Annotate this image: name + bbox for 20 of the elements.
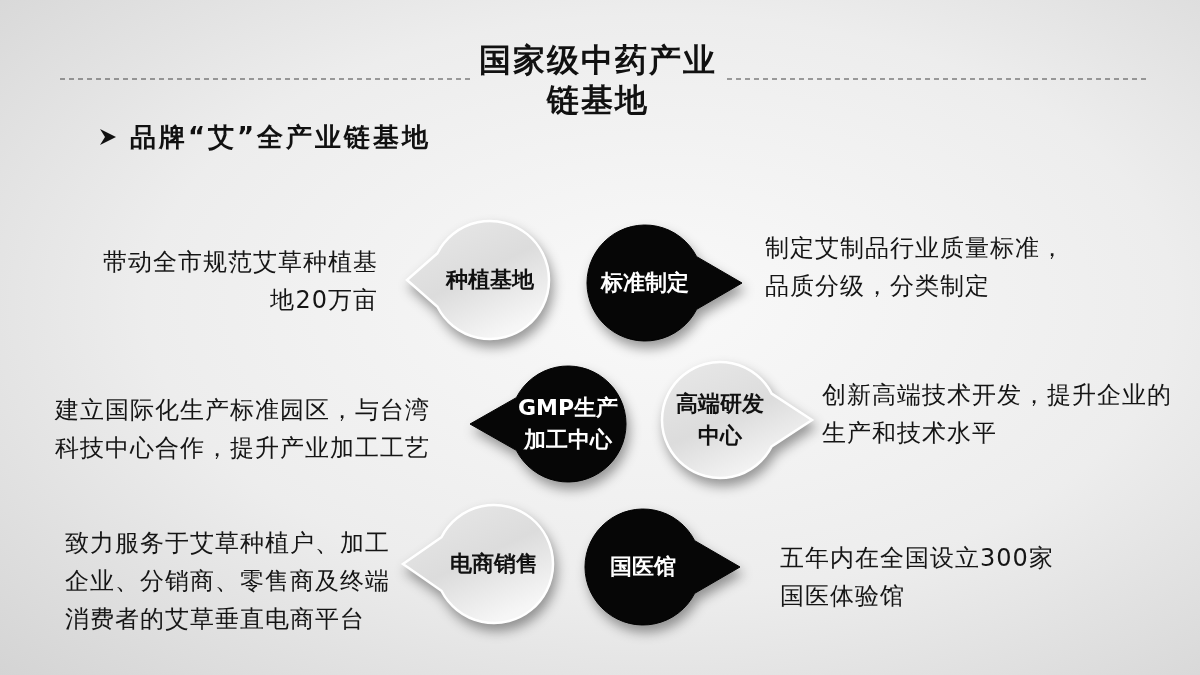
speech-bubble: [587, 225, 742, 341]
description-text: 五年内在全国设立300家国医体验馆: [780, 543, 1055, 612]
description-text: 创新高端技术开发，提升企业的生产和技术水平: [822, 380, 1173, 449]
slide-title: 国家级中药产业链基地: [478, 40, 718, 120]
bubble-label: GMP生产加工中心: [516, 394, 620, 454]
bubble-label: 国医馆: [610, 553, 676, 581]
bubble-label: 种植基地: [446, 266, 534, 294]
speech-bubble: [470, 366, 626, 482]
speech-bubble: [585, 509, 740, 625]
description-text: 带动全市规范艾草种植基地20万亩: [102, 247, 378, 316]
description-text: 制定艾制品行业质量标准，品质分级，分类制定: [765, 233, 1066, 302]
subtitle: 品牌“艾”全产业链基地: [130, 121, 432, 154]
bubble-label: 电商销售: [450, 550, 538, 578]
speech-bubble: [403, 505, 553, 623]
description-text: 致力服务于艾草种植户、加工企业、分销商、零售商及终端消费者的艾草垂直电商平台: [65, 528, 391, 635]
speech-bubble: [662, 362, 812, 478]
speech-bubble: [407, 221, 549, 339]
description-text: 建立国际化生产标准园区，与台湾科技中心合作，提升产业加工工艺: [55, 395, 431, 464]
bubble-label: 标准制定: [601, 269, 689, 297]
bubble-label: 高端研发中心: [675, 390, 765, 450]
